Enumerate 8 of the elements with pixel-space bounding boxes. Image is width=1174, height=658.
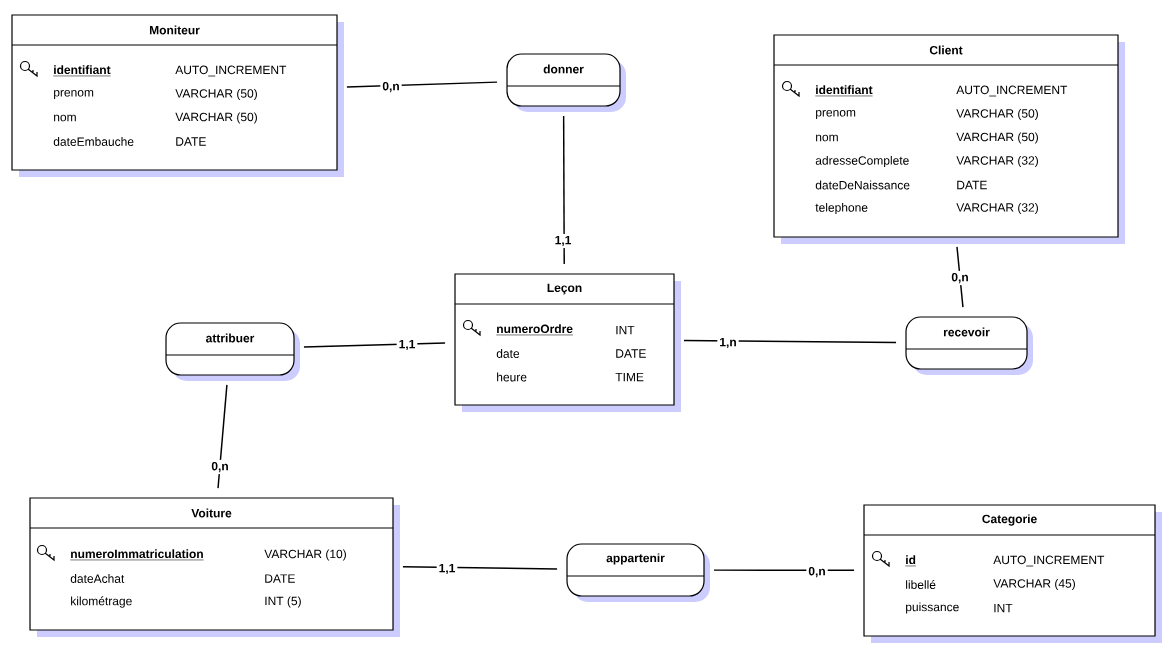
connector-line — [562, 115, 565, 265]
connector-line — [303, 342, 446, 348]
connector-line — [402, 565, 558, 570]
connector-line — [683, 339, 897, 344]
connector-line — [346, 81, 498, 88]
connector-line — [713, 569, 855, 572]
connector-line — [217, 384, 228, 489]
connector-line — [956, 246, 964, 308]
